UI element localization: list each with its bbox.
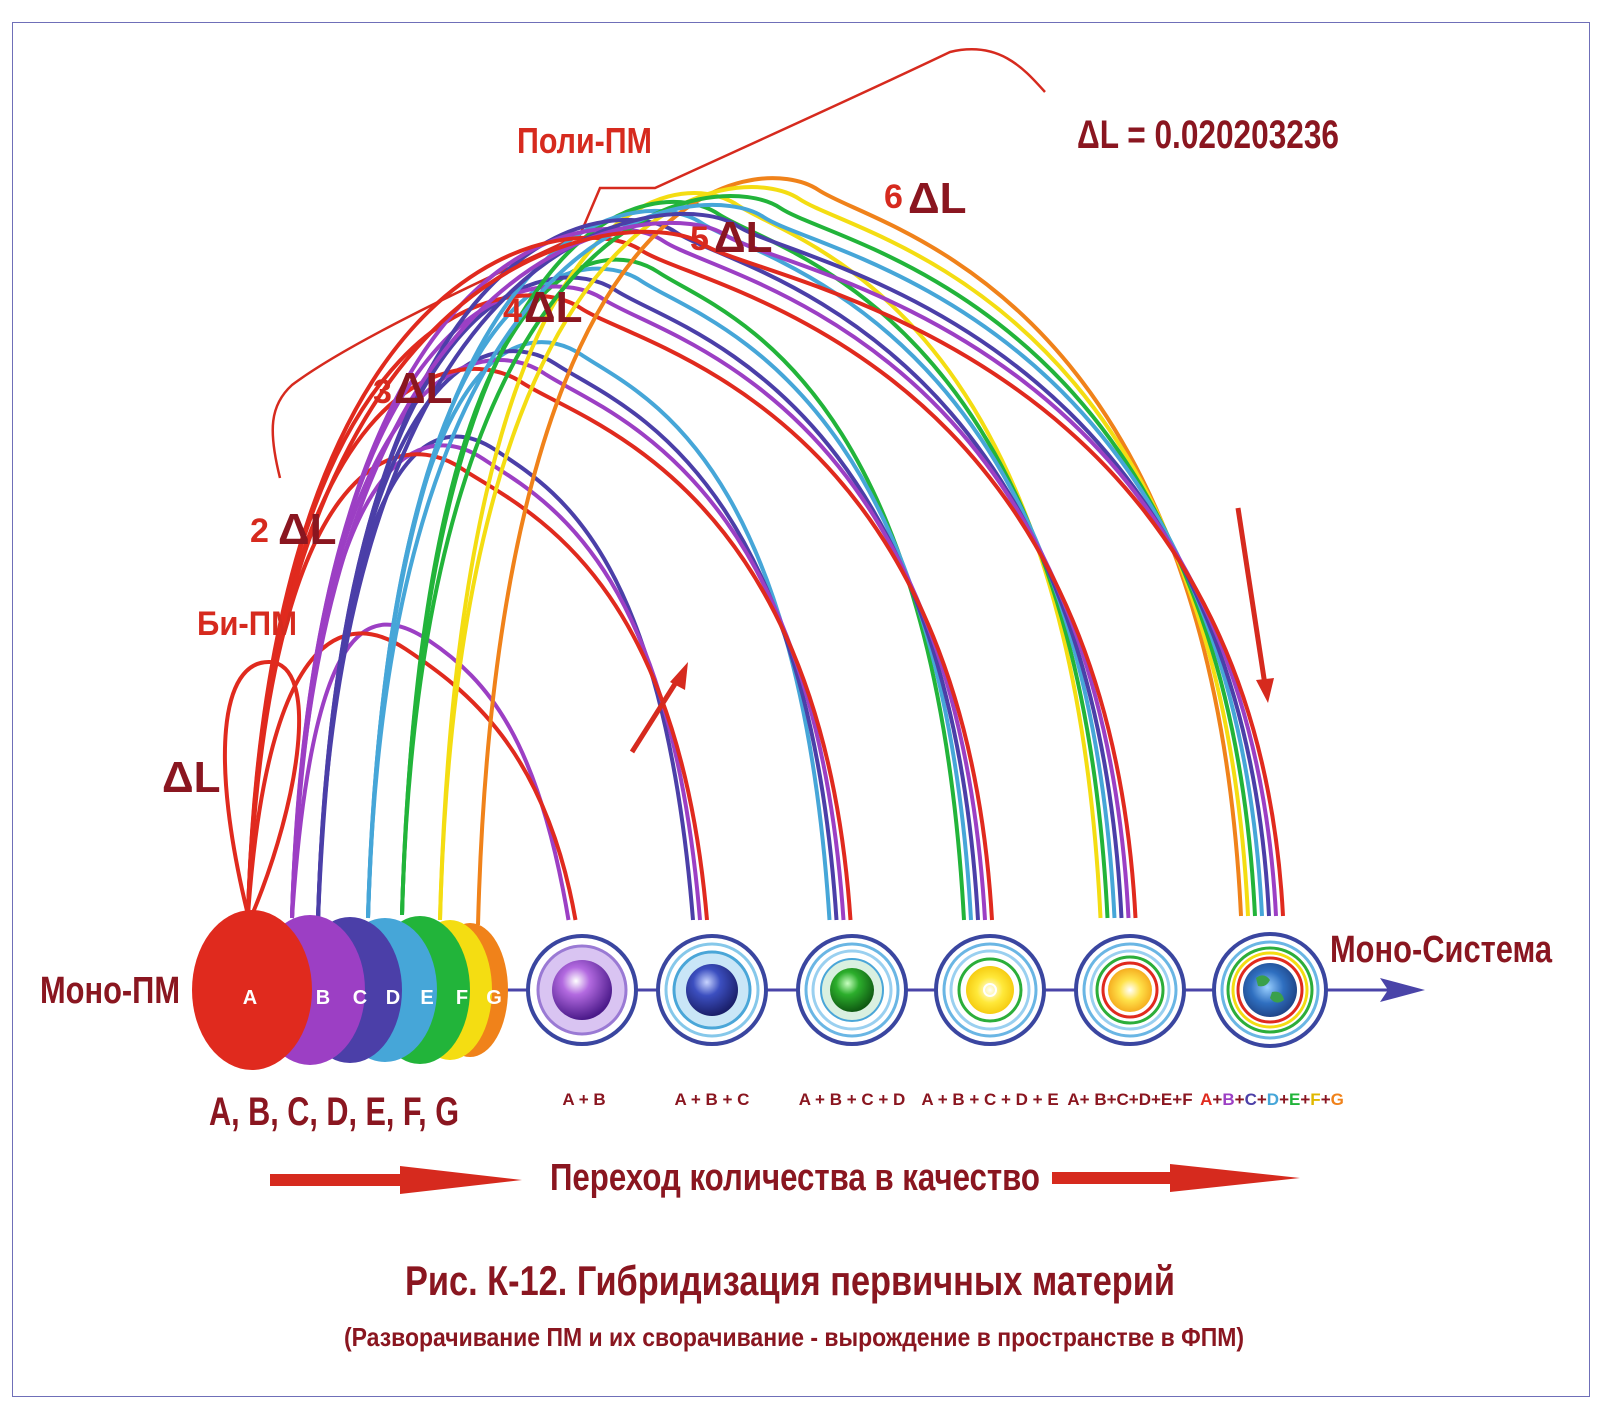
transition-arrow-right-icon [1052,1164,1300,1192]
mono-pm-label: Моно-ПМ [40,970,180,1012]
downward-direction-arrow-icon [1235,507,1274,703]
arc-F-to-node-6 [438,185,1250,921]
bi-pm-label: Би-ПМ [197,605,297,643]
disk-letter-D: D [386,987,400,1009]
upward-direction-arrow-icon [629,662,688,754]
label-part-F: F [1310,1090,1320,1109]
transition-arrow-left-icon [270,1166,522,1194]
label-part-B: B [1222,1090,1234,1109]
mono-pm-disks [192,910,508,1070]
delta-4-sym: ΔL [524,283,583,332]
disk-letter-E: E [420,987,433,1009]
arc-A-to-node-4 [246,293,994,921]
figure-subtitle: (Разворачивание ПМ и их сворачивание - в… [344,1322,1244,1352]
label-part-E: E [1289,1090,1300,1109]
hybrid-arcs [222,176,1285,926]
label-part-D: D [1267,1090,1279,1109]
delta-2-sym: ΔL [278,505,337,554]
disk-letter-G: G [486,987,502,1009]
arc-D-to-node-3 [366,340,832,921]
disk-letter-F: F [456,987,468,1009]
letters-list-label: A, B, C, D, E, F, G [209,1090,459,1134]
arc-B-to-node-5 [290,226,1131,919]
delta-3-sym: ΔL [394,364,453,413]
node-label-ABC: A + B + C [675,1090,750,1109]
poly-pm-label: Поли-ПМ [517,120,652,161]
node-ABCD [796,934,908,1046]
arc-D-to-node-5 [366,208,1117,919]
node-label-ABCDEFG: A+B+C+D+E+F+G [1200,1090,1344,1109]
arc-B-to-node-6 [290,220,1278,919]
label-part-A: A [1200,1090,1212,1109]
label-part-G: G [1331,1090,1344,1109]
disk-letter-C: C [353,987,367,1009]
arc-B-to-node-3 [290,358,846,921]
label-part-plus: + [1321,1090,1331,1109]
arc-D-to-node-4 [366,266,973,921]
node-label-ABCDE: A + B + C + D + E [921,1090,1058,1109]
node-ABCDE [934,934,1046,1046]
figure-title: Рис. К-12. Гибридизация первичных матери… [405,1257,1175,1304]
transition-label: Переход количества в качество [550,1157,1040,1199]
node-ABCDEF [1074,934,1186,1046]
delta-5-sym: ΔL [714,213,773,262]
label-part-C: C [1245,1090,1257,1109]
label-part-plus: + [1212,1090,1222,1109]
node-ABC [656,934,768,1046]
arc-D-to-node-6 [366,202,1264,919]
disk-letter-B: B [316,987,330,1009]
label-part-plus: + [1235,1090,1245,1109]
delta-1-label: ΔL [162,753,221,802]
node-label-ABCD: A + B + C + D [799,1090,906,1109]
delta-4-num: 4 [503,292,522,330]
node-AB [526,934,638,1046]
axis-arrow-icon [1380,978,1425,1002]
label-part-plus: + [1300,1090,1310,1109]
delta-5-num: 5 [690,220,709,258]
delta-value-label: ΔL = 0.020203236 [1077,113,1339,157]
label-part-plus: + [1279,1090,1289,1109]
arc-G-to-node-6 [476,176,1243,926]
node-label-ABCDEF: A+ B+C+D+E+F [1067,1090,1192,1109]
arc-E-to-node-6 [400,193,1257,917]
arc-F-to-node-5 [438,191,1103,921]
disk-A [192,910,312,1070]
arc-A-self-loop [222,659,302,916]
delta-2-num: 2 [250,512,269,550]
delta-3-num: 3 [373,373,392,411]
delta-6-sym: ΔL [908,174,967,223]
disk-letter-A: A [243,987,257,1009]
globe-icon [1243,963,1297,1017]
mono-disk-letters: A B C D E F G [243,987,502,1009]
arc-A-to-node-6 [246,229,1285,917]
arc-A-to-node-1 [246,631,578,921]
figure-frame [12,22,1590,1397]
label-part-plus: + [1257,1090,1267,1109]
mono-system-label: Моно-Система [1330,929,1553,971]
node-label-AB: A + B [562,1090,605,1109]
node-ABCDEFG [1212,932,1328,1048]
poly-pm-bracket [271,48,1046,479]
delta-6-num: 6 [884,178,903,216]
